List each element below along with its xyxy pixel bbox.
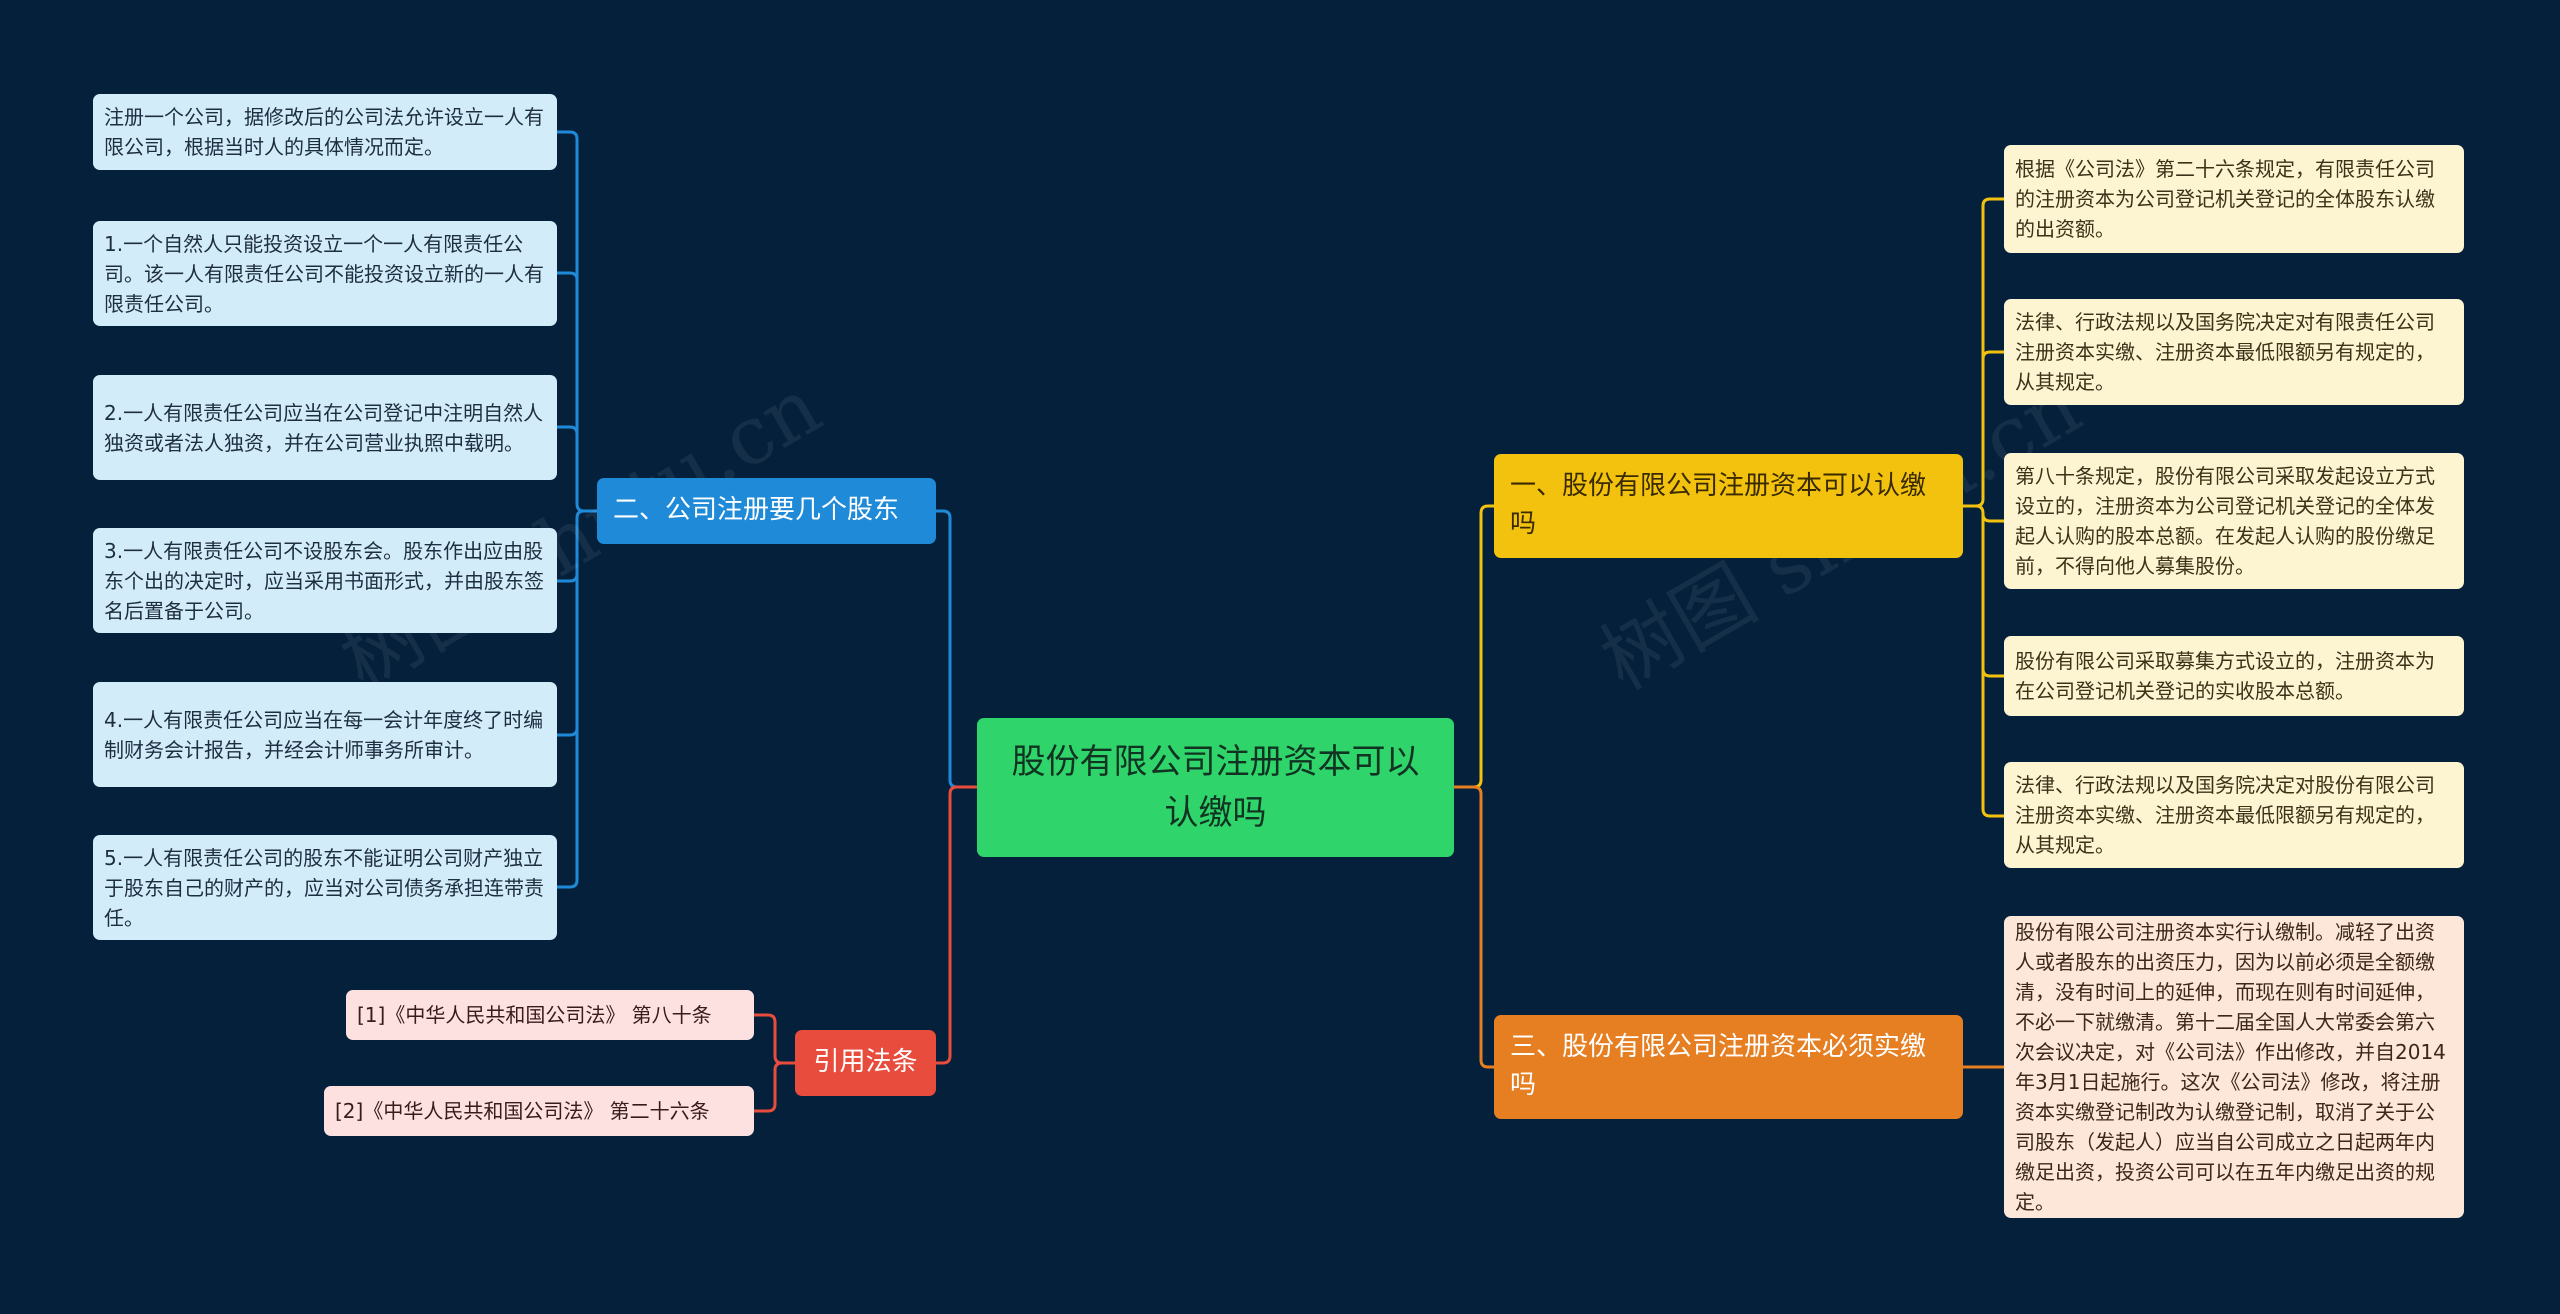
connector-b2-leaf-5 — [557, 728, 579, 889]
connector-b2-leaf-2 — [557, 425, 579, 435]
leaf-shareholder-0[interactable]: 注册一个公司，据修改后的公司法允许设立一人有限公司，根据当时人的具体情况而定。 — [93, 94, 557, 170]
leaf-subscribe-2[interactable]: 第八十条规定，股份有限公司采取发起设立方式设立的，注册资本为公司登记机关登记的全… — [2004, 453, 2464, 589]
connector-root-b3 — [1454, 785, 1494, 1069]
branch-cited-laws[interactable]: 引用法条 — [795, 1030, 936, 1096]
connector-b2-leaf-0 — [557, 130, 597, 513]
leaf-law-1[interactable]: [2]《中华人民共和国公司法》 第二十六条 — [324, 1086, 754, 1136]
connector-b2-leaf-1 — [557, 271, 579, 281]
leaf-text: 2.一人有限责任公司应当在公司登记中注明自然人独资或者法人独资，并在公司营业执照… — [104, 400, 544, 455]
leaf-text: 法律、行政法规以及国务院决定对股份有限公司注册资本实缴、注册资本最低限额另有规定… — [2015, 773, 2435, 857]
leaf-shareholder-1[interactable]: 1.一个自然人只能投资设立一个一人有限责任公司。该一人有限责任公司不能投资设立新… — [93, 221, 557, 326]
leaf-subscribe-1[interactable]: 法律、行政法规以及国务院决定对有限责任公司注册资本实缴、注册资本最低限额另有规定… — [2004, 299, 2464, 405]
branch-label: 引用法条 — [813, 1047, 918, 1078]
connector-b1-leaf-3 — [1981, 513, 2004, 678]
leaf-text: 法律、行政法规以及国务院决定对有限责任公司注册资本实缴、注册资本最低限额另有规定… — [2015, 310, 2435, 394]
branch-label: 一、股份有限公司注册资本可以认缴吗 — [1510, 471, 1927, 539]
connector-root-b1 — [1454, 504, 1494, 789]
leaf-subscribe-3[interactable]: 股份有限公司采取募集方式设立的，注册资本为在公司登记机关登记的实收股本总额。 — [2004, 636, 2464, 716]
connector-b2-leaf-4 — [557, 574, 579, 737]
leaf-must-paid-0[interactable]: 股份有限公司注册资本实行认缴制。减轻了出资人或者股东的出资压力，因为以前必须是全… — [2004, 916, 2464, 1218]
leaf-shareholder-4[interactable]: 4.一人有限责任公司应当在每一会计年度终了时编制财务会计报告，并经会计师事务所审… — [93, 682, 557, 787]
leaf-text: 股份有限公司采取募集方式设立的，注册资本为在公司登记机关登记的实收股本总额。 — [2015, 649, 2435, 703]
leaf-text: 股份有限公司注册资本实行认缴制。减轻了出资人或者股东的出资压力，因为以前必须是全… — [2015, 920, 2446, 1214]
connector-law-leaf-0 — [754, 1013, 795, 1065]
connector-b1-leaf-4 — [1981, 669, 2004, 818]
leaf-text: 第八十条规定，股份有限公司采取发起设立方式设立的，注册资本为公司登记机关登记的全… — [2015, 464, 2435, 578]
leaf-subscribe-4[interactable]: 法律、行政法规以及国务院决定对股份有限公司注册资本实缴、注册资本最低限额另有规定… — [2004, 762, 2464, 868]
leaf-shareholder-5[interactable]: 5.一人有限责任公司的股东不能证明公司财产独立于股东自己的财产的，应当对公司债务… — [93, 835, 557, 940]
connector-root-law — [936, 785, 977, 1065]
leaf-text: [2]《中华人民共和国公司法》 第二十六条 — [335, 1099, 710, 1123]
branch-label: 三、股份有限公司注册资本必须实缴吗 — [1510, 1032, 1927, 1100]
connector-law-leaf-1 — [754, 1061, 795, 1113]
connector-root-b2 — [936, 509, 977, 789]
leaf-text: 根据《公司法》第二十六条规定，有限责任公司的注册资本为公司登记机关登记的全体股东… — [2015, 157, 2435, 241]
leaf-law-0[interactable]: [1]《中华人民共和国公司法》 第八十条 — [346, 990, 754, 1040]
root-topic-label: 股份有限公司注册资本可以认缴吗 — [1011, 741, 1420, 833]
leaf-text: 5.一人有限责任公司的股东不能证明公司财产独立于股东自己的财产的，应当对公司债务… — [104, 845, 544, 930]
leaf-text: 注册一个公司，据修改后的公司法允许设立一人有限公司，根据当时人的具体情况而定。 — [104, 105, 544, 159]
leaf-subscribe-0[interactable]: 根据《公司法》第二十六条规定，有限责任公司的注册资本为公司登记机关登记的全体股东… — [2004, 145, 2464, 253]
branch-label: 二、公司注册要几个股东 — [613, 495, 900, 526]
leaf-shareholder-3[interactable]: 3.一人有限责任公司不设股东会。股东作出应由股东个出的决定时，应当采用书面形式，… — [93, 528, 557, 633]
branch-must-paid[interactable]: 三、股份有限公司注册资本必须实缴吗 — [1494, 1015, 1963, 1119]
connector-b1-leaf-1 — [1981, 350, 2004, 360]
branch-shareholder-count[interactable]: 二、公司注册要几个股东 — [597, 478, 936, 544]
root-topic[interactable]: 股份有限公司注册资本可以认缴吗 — [977, 718, 1454, 857]
branch-can-subscribe[interactable]: 一、股份有限公司注册资本可以认缴吗 — [1494, 454, 1963, 558]
leaf-text: [1]《中华人民共和国公司法》 第八十条 — [357, 1003, 712, 1027]
leaf-shareholder-2[interactable]: 2.一人有限责任公司应当在公司登记中注明自然人独资或者法人独资，并在公司营业执照… — [93, 375, 557, 480]
leaf-text: 1.一个自然人只能投资设立一个一人有限责任公司。该一人有限责任公司不能投资设立新… — [104, 231, 544, 316]
connector-b2-leaf-3 — [557, 509, 597, 583]
leaf-text: 3.一人有限责任公司不设股东会。股东作出应由股东个出的决定时，应当采用书面形式，… — [104, 538, 544, 623]
leaf-text: 4.一人有限责任公司应当在每一会计年度终了时编制财务会计报告，并经会计师事务所审… — [104, 707, 544, 762]
